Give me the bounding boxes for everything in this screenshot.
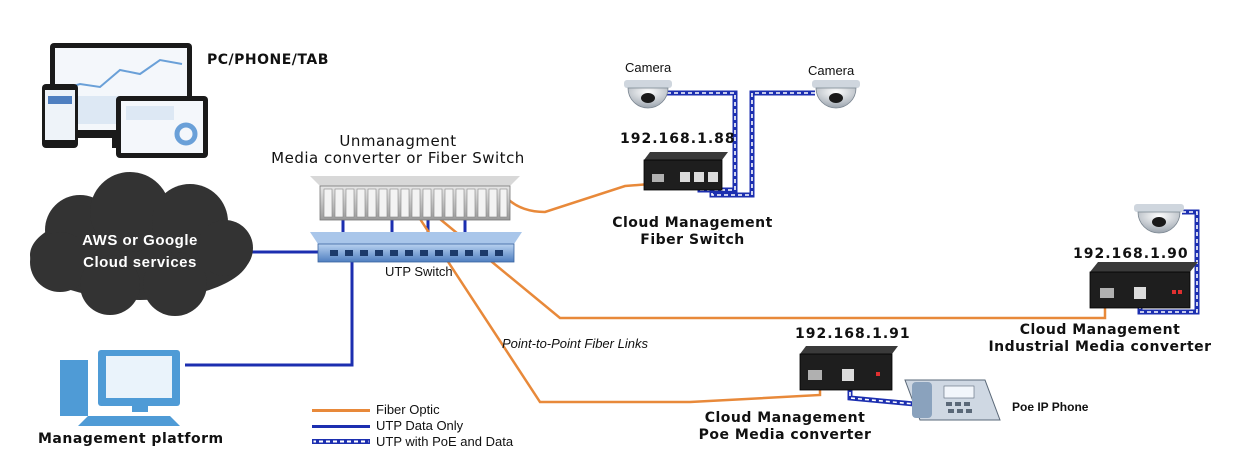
client-devices	[42, 43, 208, 158]
industrial-ip: 192.168.1.90	[1073, 246, 1189, 262]
management-platform-label: Management platform	[38, 431, 224, 447]
unmanaged-label-line1: Unmanagment	[339, 132, 457, 150]
camera-left-label: Camera	[625, 60, 672, 75]
industrial-converter-device-icon	[1089, 262, 1198, 309]
camera-industrial-icon	[1134, 204, 1184, 234]
camera-right-label: Camera	[808, 63, 855, 78]
poe-converter-label-line2: Poe Media converter	[698, 427, 872, 443]
legend-swatch-utp	[312, 425, 370, 428]
industrial-label-line1: Cloud Management	[1019, 322, 1181, 338]
fiber-switch-ip: 192.168.1.88	[620, 131, 736, 147]
utp-platform-to-switch	[185, 256, 354, 367]
cloud-label-line1: AWS or Google	[82, 232, 198, 249]
legend-swatch-fiber	[312, 409, 370, 412]
fiber-switch-label: Cloud Management Fiber Switch	[600, 215, 785, 249]
ip-phone-label: Poe IP Phone	[1012, 400, 1089, 414]
industrial-label: Cloud Management Industrial Media conver…	[975, 322, 1225, 356]
legend-label-fiber: Fiber Optic	[376, 402, 440, 417]
fiber-to-fiber-switch	[498, 182, 651, 214]
ip-phone-icon	[904, 379, 1001, 421]
legend-swatch-poe	[312, 439, 370, 444]
cloud-label: AWS or Google Cloud services	[50, 230, 230, 274]
media-converter-rack-icon	[310, 176, 520, 221]
camera-left-icon	[624, 80, 672, 109]
legend-label-poe: UTP with PoE and Data	[376, 434, 514, 449]
poe-converter-label: Cloud Management Poe Media converter	[690, 410, 880, 444]
management-computer-icon	[60, 350, 180, 426]
poe-converter-device-icon	[799, 346, 898, 391]
fiber-switch-device-icon	[643, 152, 728, 191]
fiber-switch-label-line2: Fiber Switch	[640, 232, 745, 248]
unmanaged-label-line2: Media converter or Fiber Switch	[271, 149, 525, 167]
camera-right-icon	[812, 80, 860, 109]
industrial-label-line2: Industrial Media converter	[988, 339, 1212, 355]
fiber-to-poe-converter	[403, 195, 822, 404]
legend-label-utp: UTP Data Only	[376, 418, 464, 433]
poe-converter-ip: 192.168.1.91	[795, 326, 911, 342]
cloud-icon	[30, 172, 253, 316]
unmanaged-label: Unmanagment Media converter or Fiber Swi…	[248, 133, 548, 167]
poe-converter-label-line1: Cloud Management	[704, 410, 866, 426]
fiber-switch-label-line1: Cloud Management	[612, 215, 773, 231]
cloud-label-line2: Cloud services	[83, 254, 197, 271]
fiber-links-annotation: Point-to-Point Fiber Links	[502, 336, 648, 351]
utp-switch-label: UTP Switch	[385, 264, 453, 279]
utp-switch-icon	[310, 232, 522, 263]
pc-phone-tab-label: PC/PHONE/TAB	[207, 52, 329, 68]
